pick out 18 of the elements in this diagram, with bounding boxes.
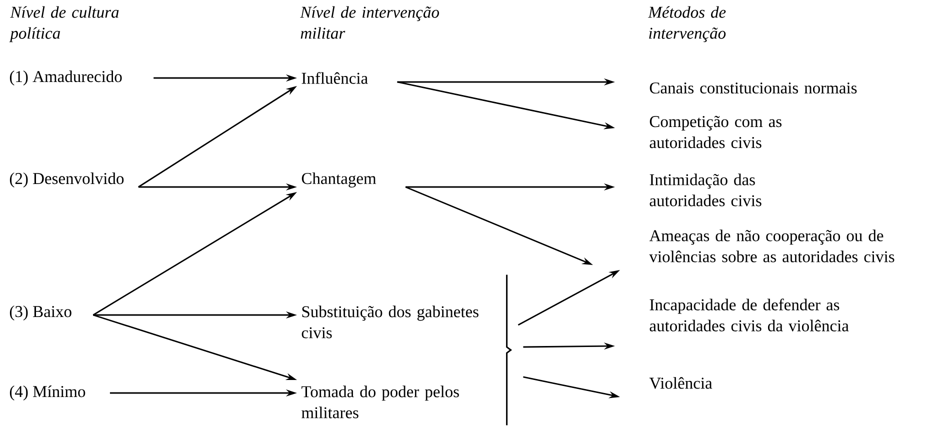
text-label: Tomada do poder pelos militares bbox=[302, 386, 459, 418]
text-label: Canais constitucionais normais bbox=[650, 82, 857, 94]
text-label: Intimidação das autoridades civis bbox=[650, 174, 762, 206]
text-label: (2) Desenvolvido bbox=[10, 172, 124, 188]
text-label: Competição com as autoridades civis bbox=[650, 116, 782, 148]
text-label: Chantagem bbox=[302, 172, 376, 188]
text-label: (4) Mínimo bbox=[10, 386, 86, 400]
brace bbox=[506, 274, 512, 426]
column-heading: Métodos de intervenção bbox=[648, 6, 726, 42]
column-heading: Nível de intervenção militar bbox=[300, 6, 439, 39]
text-label: (1) Amadurecido bbox=[10, 70, 122, 86]
text-label: Violência bbox=[649, 377, 712, 389]
text-label: Substituição dos gabinetes civis bbox=[302, 306, 478, 338]
text-label: Influência bbox=[302, 72, 368, 84]
text-label: Incapacidade de defender as autoridades civis da violência bbox=[650, 298, 849, 332]
column-heading: Nível de cultura política bbox=[9, 6, 119, 42]
text-label: (3) Baixo bbox=[10, 306, 72, 320]
text-label: Ameaças de não cooperação ou de violências sobre as autoridades civis bbox=[649, 230, 894, 262]
